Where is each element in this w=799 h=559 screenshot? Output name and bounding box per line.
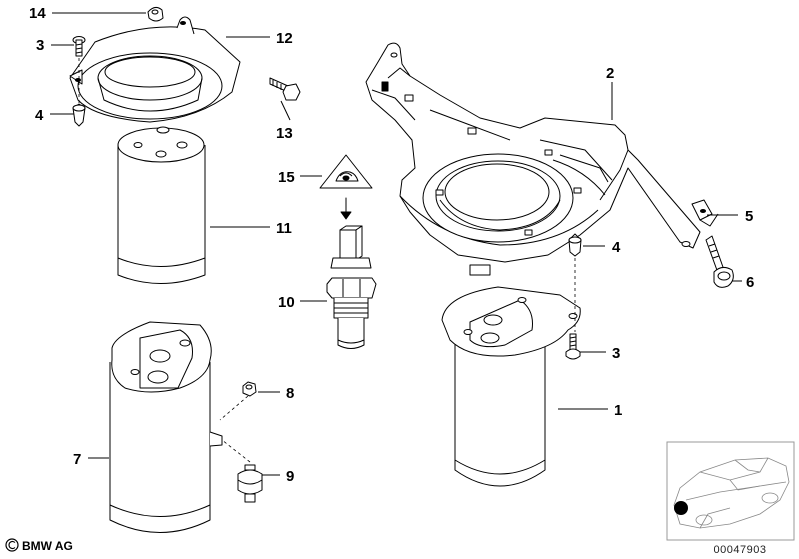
callout-10: 10 <box>278 294 295 311</box>
clip-part <box>691 199 719 227</box>
car-outline-icon <box>673 457 790 529</box>
callout-labels: 14 3 4 12 13 11 15 10 7 8 9 2 4 5 6 3 1 <box>29 5 754 485</box>
callout-11: 11 <box>276 220 292 237</box>
callout-4-right: 4 <box>612 239 621 256</box>
nut-part <box>242 381 257 397</box>
bracket-part <box>365 42 701 276</box>
copyright: BMW AG <box>5 538 73 553</box>
copyright-text: BMW AG <box>22 539 73 553</box>
bolt-part-right <box>705 235 734 288</box>
clip-nut-part <box>147 6 164 22</box>
screw-part-left <box>72 36 86 57</box>
assembly-lines <box>78 58 576 463</box>
expanding-nut-part-right <box>568 233 582 257</box>
callout-5: 5 <box>745 208 753 225</box>
callout-14: 14 <box>29 5 46 22</box>
copyright-icon <box>5 538 19 552</box>
rubber-mount-part <box>237 464 263 503</box>
callout-8: 8 <box>286 385 294 402</box>
callout-1: 1 <box>614 402 622 419</box>
callout-9: 9 <box>286 468 294 485</box>
expanding-nut-part-left <box>72 103 86 127</box>
warning-triangle-icon <box>319 154 373 189</box>
callout-12: 12 <box>276 30 293 47</box>
vehicle-locator-thumbnail <box>666 441 795 541</box>
hex-bolt-part <box>269 77 301 101</box>
pressure-switch-part <box>326 197 377 349</box>
drier-canister-part-1 <box>441 286 581 487</box>
drier-canister-part-11 <box>117 126 206 284</box>
callout-3-left: 3 <box>36 37 44 54</box>
drier-canister-part-7 <box>109 321 223 533</box>
callout-13: 13 <box>276 125 293 142</box>
callout-15: 15 <box>278 169 295 186</box>
callout-2: 2 <box>606 65 614 82</box>
callout-6: 6 <box>746 274 754 291</box>
callout-4-left: 4 <box>35 107 44 124</box>
location-marker <box>674 501 688 515</box>
leader-lines <box>50 12 742 476</box>
callout-7: 7 <box>73 451 81 468</box>
callout-3-right: 3 <box>612 345 620 362</box>
mounting-ring-part <box>69 16 241 123</box>
image-id: 00047903 <box>714 544 767 556</box>
screw-part-right <box>565 333 581 360</box>
